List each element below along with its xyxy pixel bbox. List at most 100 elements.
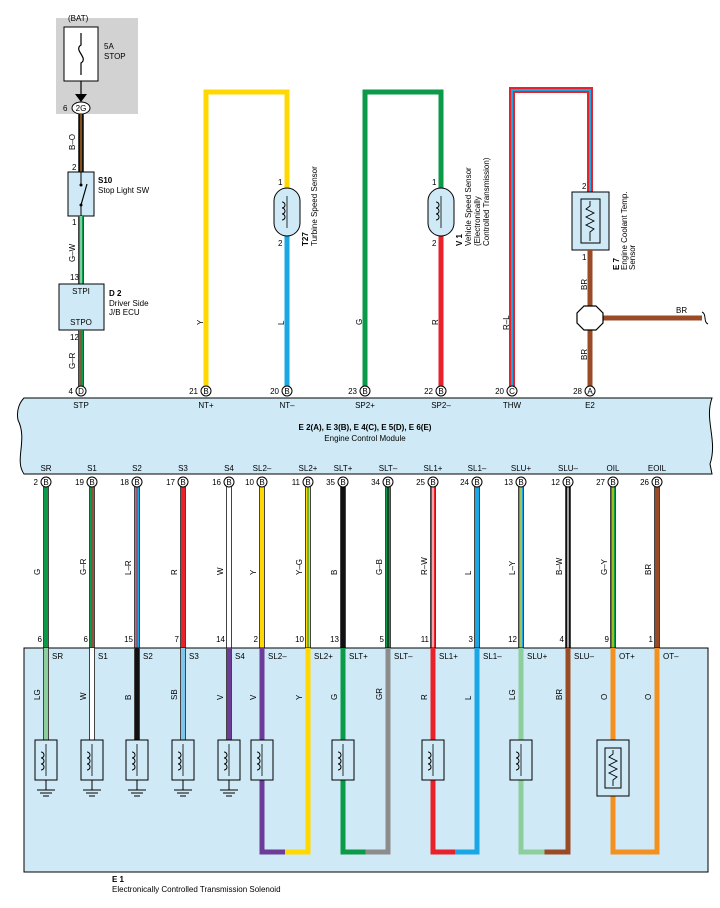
ecm-output-wire bbox=[565, 487, 571, 648]
ecm-top-pin-number: 28 bbox=[573, 387, 582, 396]
coil-icon bbox=[427, 751, 432, 771]
ground-icon bbox=[83, 780, 101, 797]
ecm-bottom-pin-letter: B bbox=[226, 478, 231, 487]
v1-wire1: G bbox=[355, 319, 364, 325]
ground-icon bbox=[220, 780, 238, 797]
ecm-name: Engine Control Module bbox=[324, 434, 406, 443]
e1-terminal: SLU– bbox=[574, 652, 595, 661]
coil-icon bbox=[40, 751, 45, 771]
v1-wire2: R bbox=[431, 319, 440, 325]
e1-terminal: OT+ bbox=[619, 652, 635, 661]
ecm-wire-color-label: G–Y bbox=[600, 558, 609, 575]
ecm-top-terminal: E2 bbox=[585, 401, 595, 410]
e7-code: E 7 bbox=[612, 257, 621, 270]
ecm-wire-color-label: R–W bbox=[420, 557, 429, 575]
coil-icon bbox=[256, 751, 261, 771]
e1-pin-number: 6 bbox=[38, 635, 43, 644]
solenoid-coil bbox=[125, 739, 149, 781]
e7-wire3: BR bbox=[580, 349, 589, 360]
e1-terminal: S1 bbox=[98, 652, 108, 661]
e1-pin-number: 5 bbox=[380, 635, 385, 644]
ecm-bottom-pin bbox=[427, 476, 439, 488]
t27-wire2: L bbox=[277, 320, 286, 325]
ecm-top-pin-letter: B bbox=[362, 387, 367, 396]
coil-icon bbox=[131, 751, 136, 771]
ecm-bottom-pin-number: 18 bbox=[120, 478, 129, 487]
wire-break-icon bbox=[701, 311, 709, 325]
ecm-top-pin bbox=[584, 385, 596, 397]
ecm-output-wire bbox=[226, 487, 232, 648]
e1-wire-color-label: L bbox=[464, 695, 473, 700]
ecm-output-wire bbox=[43, 487, 49, 648]
e1-pin-number: 10 bbox=[295, 635, 304, 644]
ecm-bottom-pin-number: 17 bbox=[166, 478, 175, 487]
d2-pin-in: 13 bbox=[70, 273, 79, 282]
ecm-top-pin-number: 20 bbox=[495, 387, 504, 396]
ecm-wire-color-label: G–R bbox=[79, 558, 88, 575]
ecm-bottom-pin bbox=[607, 476, 619, 488]
e1-terminal: S2 bbox=[143, 652, 153, 661]
e1-pin-number: 3 bbox=[469, 635, 474, 644]
ecm-top-terminal: SP2– bbox=[431, 401, 451, 410]
e1-wire-color-label: Y bbox=[295, 694, 304, 700]
e7-wire1: R–L bbox=[502, 315, 511, 330]
fuse-icon bbox=[78, 33, 84, 75]
e1-terminal: SLU+ bbox=[527, 652, 548, 661]
ecm-output-wire bbox=[134, 487, 140, 648]
ecm-top-pin-number: 22 bbox=[424, 387, 433, 396]
ecm-bottom-terminal: OIL bbox=[607, 464, 620, 473]
e1-pin-number: 7 bbox=[175, 635, 180, 644]
e1-wire-color-label: G bbox=[330, 694, 339, 700]
v1-pin2: 2 bbox=[432, 239, 437, 248]
ecm-bottom-terminal: SLU+ bbox=[511, 464, 532, 473]
ecm-wire-color-label: L–Y bbox=[508, 560, 517, 575]
ecm-bottom-pin bbox=[177, 476, 189, 488]
v1-pin1: 1 bbox=[432, 178, 437, 187]
ecm-output-wire bbox=[180, 487, 186, 648]
ecm-output-wire bbox=[474, 487, 480, 648]
ecm-bottom-terminal: SLT– bbox=[379, 464, 398, 473]
solenoid-loop-wire bbox=[455, 648, 480, 855]
e1-code: E 1 bbox=[112, 875, 125, 884]
e1-terminal: SL1+ bbox=[439, 652, 458, 661]
s10-name: Stop Light SW bbox=[98, 186, 150, 195]
ecm-top-terminal: NT– bbox=[279, 401, 295, 410]
ecm-bottom-pin bbox=[302, 476, 314, 488]
solenoid-loop-wire bbox=[610, 648, 635, 855]
v1-name1: Vehicle Speed Sensor bbox=[464, 167, 473, 246]
t27-pin1: 1 bbox=[278, 178, 283, 187]
coil-icon bbox=[281, 201, 286, 221]
ecm-bottom-pin-number: 24 bbox=[460, 478, 469, 487]
e1-wire-color-label: LG bbox=[33, 689, 42, 700]
e1-pin-number: 13 bbox=[330, 635, 339, 644]
e1-pin-number: 14 bbox=[216, 635, 225, 644]
ecm-bottom-terminal: S3 bbox=[178, 464, 188, 473]
e1-pin-number: 15 bbox=[124, 635, 133, 644]
solenoid-loop-wire bbox=[259, 648, 285, 855]
ecm-top-pin bbox=[359, 385, 371, 397]
d2-name-line1: Driver Side bbox=[109, 299, 149, 308]
coil-icon bbox=[177, 751, 182, 771]
ecm-bottom-pin-number: 35 bbox=[326, 478, 335, 487]
e1-wire-color-label: GR bbox=[375, 688, 384, 700]
ecm-top-pin-letter: C bbox=[509, 387, 515, 396]
connector-arrow-icon bbox=[75, 94, 87, 102]
ecm-top-pin-number: 4 bbox=[69, 387, 74, 396]
ground-icon bbox=[128, 780, 146, 797]
ecm-bottom-terminal: SL1+ bbox=[424, 464, 443, 473]
ecm-bottom-pin-number: 16 bbox=[212, 478, 221, 487]
e1-wire-color-label: BR bbox=[555, 689, 564, 700]
ground-icon bbox=[174, 780, 192, 797]
e1-terminal: SL1– bbox=[483, 652, 502, 661]
e1-pin-number: 11 bbox=[421, 635, 430, 644]
ecm-bottom-pin bbox=[562, 476, 574, 488]
e1-wire-color-label: W bbox=[79, 692, 88, 700]
s10-code: S10 bbox=[98, 176, 113, 185]
e1-pin-number: 12 bbox=[508, 635, 517, 644]
ecm-bottom-pin-letter: B bbox=[43, 478, 48, 487]
ecm-bottom-pin-letter: B bbox=[385, 478, 390, 487]
e1-pin-number: 9 bbox=[605, 635, 610, 644]
switch-contact-icon bbox=[80, 183, 88, 206]
d2-wire-out: G–R bbox=[68, 352, 77, 369]
